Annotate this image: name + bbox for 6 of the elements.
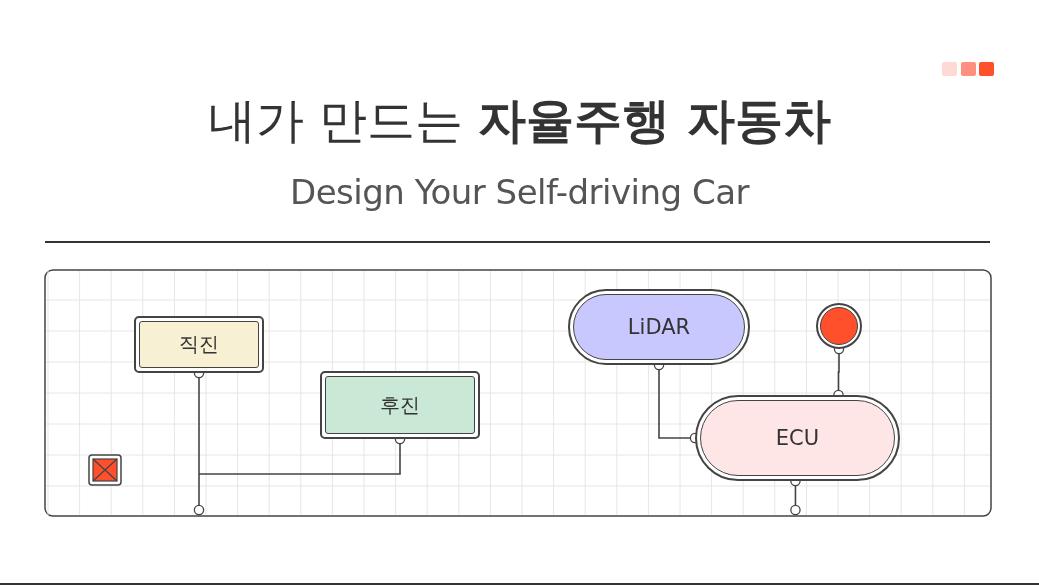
- subtitle: Design Your Self-driving Car: [289, 172, 751, 212]
- process-box: 후진: [320, 371, 480, 439]
- sensor-pill: LiDAR: [568, 289, 750, 365]
- controller-pill: ECU: [695, 395, 900, 481]
- process-box: 직진: [134, 316, 264, 373]
- title: 내가 만드는 자율주행 자동차: [206, 91, 833, 150]
